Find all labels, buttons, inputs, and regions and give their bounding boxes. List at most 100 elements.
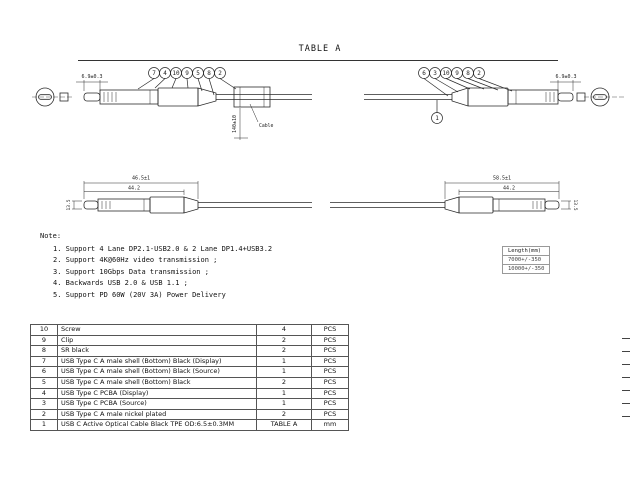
right-plug-tip (557, 92, 574, 102)
bom-cell-no: 5 (30, 376, 58, 389)
bom-cell-no: 9 (30, 334, 58, 347)
right-end-circle (590, 87, 610, 107)
bom-table: 10 Screw 4 PCS 9 Clip 2 PCS 8 SR black 2… (30, 324, 349, 431)
bom-cell-unit: PCS (311, 355, 349, 368)
right-balloon-callouts: 6 3 10 9 8 2 (418, 67, 513, 97)
bom-cell-qty: 2 (256, 334, 312, 347)
bom-cell-unit: PCS (311, 398, 349, 410)
bom-cell-qty: 2 (256, 376, 312, 389)
usbc-oval-face (38, 94, 52, 100)
right-plug-dimension: 6.9±0.3 (550, 74, 581, 91)
balloon-number: 10 (442, 70, 450, 77)
right-detail-hatch-lines (498, 199, 542, 211)
left-overmold-body (149, 196, 185, 214)
left-overmold-body (157, 87, 199, 107)
bom-row: 5 USB Type C A male shell (Bottom) Black… (30, 376, 349, 389)
bom-cell-unit: mm (311, 419, 349, 431)
bom-cell-qty: 2 (256, 345, 312, 357)
bom-cell-desc: USB Type C PCBA (Source) (57, 398, 257, 410)
bom-row: 9 Clip 2 PCS (30, 334, 349, 347)
balloon-number: 1 (435, 115, 439, 122)
bom-cell-desc: SR black (57, 345, 257, 357)
bom-cell-desc: USB Type C PCBA (Display) (57, 387, 257, 400)
cable-leader-label: Cable (259, 123, 274, 129)
dimension-label: 13.5 (572, 199, 578, 210)
length-table-header: Length(mm) (501, 246, 551, 256)
bom-row: 8 SR black 2 PCS (30, 345, 349, 357)
balloon-number: 10 (172, 70, 180, 77)
bom-cell-qty: 4 (256, 324, 312, 336)
dimension-label: 46.5±1 (132, 176, 150, 182)
left-end-view (32, 87, 74, 107)
cable-ferrite-block (233, 86, 271, 108)
right-end-view (576, 87, 624, 107)
bom-row: 6 USB Type C A male shell (Bottom) Black… (30, 366, 349, 378)
balloon-number: 6 (422, 70, 426, 77)
left-balloon-callouts: 7 4 10 9 5 8 2 (137, 67, 237, 96)
bom-cell-no: 6 (30, 366, 58, 378)
right-detail-view (330, 196, 560, 214)
balloon-number: 9 (185, 70, 189, 77)
bom-cell-no: 3 (30, 398, 58, 410)
note-item: 1. Support 4 Lane DP2.1-USB2.0 & 2 Lane … (53, 244, 273, 253)
bom-cell-unit: PCS (311, 366, 349, 378)
bom-cell-no: 8 (30, 345, 58, 357)
left-shell-hatch-lines (103, 90, 151, 104)
dimension-label: 44.2 (503, 186, 515, 192)
left-end-circle (35, 87, 55, 107)
bom-cell-qty: TABLE A (256, 419, 312, 431)
right-end-detail (576, 92, 586, 102)
balloon (431, 112, 443, 124)
balloon-number: 5 (196, 70, 200, 77)
length-table-value: 10000+/-350 (501, 264, 551, 274)
balloon-number: 3 (433, 70, 437, 77)
title-underline (78, 60, 558, 61)
dimension-label: 6.9±0.3 (555, 74, 576, 80)
cable-drawing-canvas: 7 4 10 9 5 8 2 6.9±0.3 140±10 Cable (32, 67, 624, 214)
bom-cell-desc: USB Type C A male shell (Bottom) Black (… (57, 366, 257, 378)
left-end-detail (59, 92, 69, 102)
note-item: 4. Backwards USB 2.0 & USB 1.1 ; (53, 279, 188, 287)
bom-row: 10 Screw 4 PCS (30, 324, 349, 336)
edge-tick (622, 403, 630, 404)
left-connector-assembly (83, 86, 312, 108)
note-item: 3. Support 10Gbps Data transmission ; (53, 267, 209, 276)
left-detail-view (83, 196, 312, 214)
bom-cell-qty: 2 (256, 408, 312, 421)
left-plug-tip (83, 200, 99, 210)
balloon (473, 67, 485, 79)
edge-tick (622, 338, 630, 339)
bom-cell-desc: USB Type C A male shell (Bottom) Black (… (57, 355, 257, 368)
left-detail-hatch-lines (101, 199, 145, 211)
right-shell-hatch-lines (515, 90, 555, 104)
bom-cell-unit: PCS (311, 334, 349, 347)
right-plug-tip (544, 200, 560, 210)
bom-row: 1 USB C Active Optical Cable Black TPE O… (30, 419, 349, 431)
right-detail-dimensions: 58.5±1 44.2 13.5 (444, 176, 578, 211)
bom-row: 2 USB Type C A male nickel plated 2 PCS (30, 408, 349, 421)
edge-tick (622, 364, 630, 365)
bom-cell-desc: Screw (57, 324, 257, 336)
balloon-number: 8 (207, 70, 211, 77)
balloon-number: 9 (455, 70, 459, 77)
bom-cell-unit: PCS (311, 387, 349, 400)
bom-cell-unit: PCS (311, 324, 349, 336)
balloon-number: 2 (218, 70, 222, 77)
bom-cell-desc: USB C Active Optical Cable Black TPE OD:… (57, 419, 257, 431)
balloon-number: 4 (163, 70, 167, 77)
dimension-label: 140±10 (232, 115, 238, 133)
balloon-number: 7 (152, 70, 156, 77)
bom-cell-desc: USB Type C A male nickel plated (57, 408, 257, 421)
bom-cell-no: 10 (30, 324, 58, 336)
bom-row: 7 USB Type C A male shell (Bottom) Black… (30, 355, 349, 368)
right-boot (451, 87, 469, 107)
bom-cell-qty: 1 (256, 355, 312, 368)
bom-cell-desc: USB Type C A male shell (Bottom) Black (57, 376, 257, 389)
dimension-label: 13.5 (66, 199, 72, 210)
right-overmold-body (467, 87, 509, 107)
dimension-label: 44.2 (128, 186, 140, 192)
edge-tick (622, 351, 630, 352)
edge-tick (622, 377, 630, 378)
bom-row: 4 USB Type C PCBA (Display) 1 PCS (30, 387, 349, 400)
edge-tick (622, 416, 630, 417)
